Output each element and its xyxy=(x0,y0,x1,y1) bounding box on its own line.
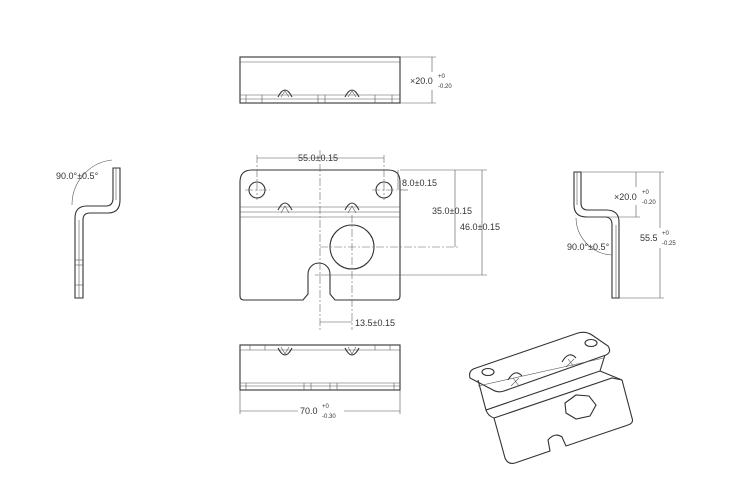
top-height-dimension: ×20.0 xyxy=(410,76,433,86)
left-angle-dimension: 90.0°±0.5° xyxy=(56,171,99,181)
bore-height-dimension: 35.0±0.15 xyxy=(432,206,472,216)
left-side-view: 90.0°±0.5° xyxy=(56,159,121,299)
right-angle-dimension: 90.0°±0.5° xyxy=(567,242,610,252)
tol-lower: -0.20 xyxy=(438,84,452,90)
top-height-value: 20.0 xyxy=(415,76,433,86)
isometric-view xyxy=(469,331,634,464)
slot-offset-dimension: 13.5±0.15 xyxy=(355,318,395,328)
width-dimension: 70.0 xyxy=(300,406,318,416)
tol-lower: -0.20 xyxy=(642,200,656,206)
tol-upper: +0 xyxy=(642,190,650,196)
tol-upper: +0 xyxy=(662,231,670,237)
hole-offset-dimension: 8.0±0.15 xyxy=(402,178,437,188)
right-flange-value: 20.0 xyxy=(619,192,637,202)
front-view: 55.0±0.15 8.0±0.15 35.0±0.15 46.0±0.15 1… xyxy=(239,150,500,330)
tol-lower: -0.25 xyxy=(662,241,676,247)
top-view: ×20.0 +0 -0.20 xyxy=(239,56,452,104)
right-flange-dimension: ×20.0 xyxy=(614,192,637,202)
right-side-view: ×20.0 +0 -0.20 55.5 +0 -0.25 90.0°±0.5° xyxy=(567,171,676,299)
tol-upper: +0 xyxy=(322,404,330,410)
hole-spacing-dimension: 55.0±0.15 xyxy=(298,153,338,163)
bottom-view: 70.0 +0 -0.30 xyxy=(239,344,401,420)
tol-upper: +0 xyxy=(438,74,446,80)
slot-height-dimension: 46.0±0.15 xyxy=(460,222,500,232)
right-total-dimension: 55.5 xyxy=(640,233,658,243)
tol-lower: -0.30 xyxy=(322,414,336,420)
